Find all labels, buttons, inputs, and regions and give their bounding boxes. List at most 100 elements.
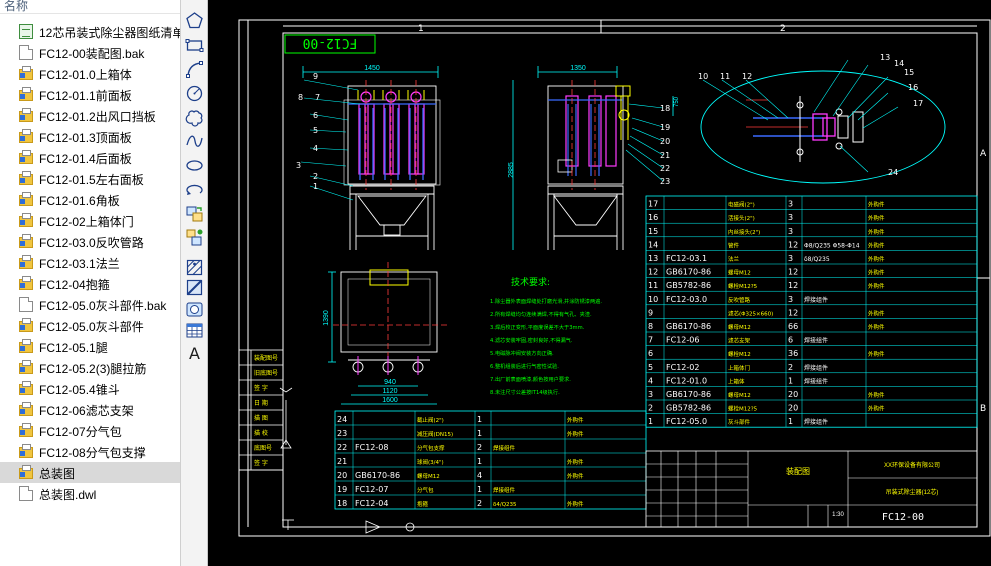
front-width-dim: 1450 xyxy=(364,65,380,72)
parts-cell-qty: 1 xyxy=(477,485,482,494)
file-name: FC12-01.3顶面板 xyxy=(39,131,132,145)
parts-cell-qty: 3 xyxy=(788,200,793,209)
rectangle-icon[interactable] xyxy=(185,36,204,55)
parts-cell-code: GB5782-86 xyxy=(666,404,711,413)
circle-icon[interactable] xyxy=(185,84,204,103)
drawing-canvas[interactable]: 装配图号旧底图号 签 字日 期 描 图描 校 底图号签 字 FC12-00 1 … xyxy=(208,0,991,566)
ellipse-arc-icon[interactable] xyxy=(185,180,204,199)
parts-cell-name: 分气包支撑 xyxy=(417,444,445,452)
green-document-icon xyxy=(19,24,33,39)
note-line: 5.电磁脉冲阀安装方向正确. xyxy=(490,349,554,357)
parts-cell-no: 11 xyxy=(648,281,658,290)
svg-text:签 字: 签 字 xyxy=(254,384,268,392)
parts-cell-qty: 36 xyxy=(788,349,798,358)
parts-cell-no: 24 xyxy=(337,415,347,424)
file-row[interactable]: FC12-01.5左右面板 xyxy=(0,168,180,189)
file-row[interactable]: FC12-01.1前面板 xyxy=(0,84,180,105)
file-name: FC12-05.4锥斗 xyxy=(39,383,120,397)
title-drawing-number: FC12-00 xyxy=(882,512,924,523)
parts-cell-note: 外购件 xyxy=(868,255,885,263)
file-row[interactable]: FC12-03.0反吹管路 xyxy=(0,231,180,252)
part-balloon: 23 xyxy=(660,177,670,186)
parts-cell-name: 螺栓M12 xyxy=(728,350,751,358)
file-row[interactable]: FC12-05.2(3)腿拉筋 xyxy=(0,357,180,378)
parts-cell-no: 9 xyxy=(648,308,653,317)
drawing-number-mirrored: FC12-00 xyxy=(303,35,358,50)
parts-cell-qty: 2 xyxy=(477,499,482,508)
file-row[interactable]: FC12-07分气包 xyxy=(0,420,180,441)
title-product: 吊装式除尘器(12芯) xyxy=(886,488,939,496)
file-row[interactable]: FC12-05.1腿 xyxy=(0,336,180,357)
file-row[interactable]: FC12-01.6角板 xyxy=(0,189,180,210)
file-row[interactable]: FC12-01.3顶面板 xyxy=(0,126,180,147)
file-row[interactable]: FC12-08分气包支撑 xyxy=(0,441,180,462)
file-name: FC12-08分气包支撑 xyxy=(39,446,146,460)
file-row[interactable]: FC12-03.1法兰 xyxy=(0,252,180,273)
file-row[interactable]: FC12-01.2出风口挡板 xyxy=(0,105,180,126)
file-row[interactable]: FC12-06滤芯支架 xyxy=(0,399,180,420)
parts-cell-note: 外购件 xyxy=(567,416,584,424)
side-view: 1350 2885 xyxy=(508,65,680,250)
parts-cell-no: 22 xyxy=(337,443,347,452)
parts-cell-qty: 6 xyxy=(788,336,793,345)
table-icon[interactable] xyxy=(185,321,204,340)
file-row[interactable]: FC12-01.0上箱体 xyxy=(0,63,180,84)
file-name: FC12-06滤芯支架 xyxy=(39,404,134,418)
plan-1600-dim: 1600 xyxy=(382,397,398,404)
svg-text:描 校: 描 校 xyxy=(254,429,268,437)
file-row[interactable]: 12芯吊装式除尘器图纸清单 xyxy=(0,21,180,42)
parts-cell-code: FC12-07 xyxy=(355,485,388,494)
revision-cloud-icon[interactable] xyxy=(185,108,204,127)
parts-cell-no: 7 xyxy=(648,336,653,345)
file-row[interactable]: FC12-01.4后面板 xyxy=(0,147,180,168)
file-row[interactable]: FC12-00装配图.bak xyxy=(0,42,180,63)
parts-cell-mat: 焊接组件 xyxy=(804,364,828,372)
dwg-file-icon xyxy=(19,381,33,396)
outer-border xyxy=(238,19,991,537)
pane-divider[interactable] xyxy=(180,0,181,566)
parts-cell-name: 滤芯(Φ325×660) xyxy=(728,309,773,317)
file-row[interactable]: FC12-04抱箍 xyxy=(0,273,180,294)
hatch-icon[interactable] xyxy=(185,258,204,277)
gradient-icon[interactable] xyxy=(185,278,204,297)
parts-cell-name: 上箱体 xyxy=(728,377,745,385)
parts-cell-code: FC12-04 xyxy=(355,499,388,508)
file-row[interactable]: FC12-05.4锥斗 xyxy=(0,378,180,399)
spline-icon[interactable] xyxy=(185,132,204,151)
insert-block-icon[interactable] xyxy=(185,204,204,223)
part-balloon: 22 xyxy=(660,164,670,173)
part-balloon: 10 xyxy=(698,72,708,81)
make-block-icon[interactable] xyxy=(185,228,204,247)
file-row[interactable]: 总装图.dwl xyxy=(0,483,180,504)
file-row[interactable]: FC12-05.0灰斗部件 xyxy=(0,315,180,336)
title-company: XX环保设备有限公司 xyxy=(884,461,940,469)
parts-cell-qty: 2 xyxy=(477,443,482,452)
arc-icon[interactable] xyxy=(185,60,204,79)
name-column-header[interactable]: 名称 xyxy=(0,0,180,14)
dwg-file-icon xyxy=(19,318,33,333)
ellipse-icon[interactable] xyxy=(185,156,204,175)
file-name: 12芯吊装式除尘器图纸清单 xyxy=(39,26,180,40)
file-row[interactable]: 总装图 xyxy=(0,462,180,483)
parts-cell-mat: δ4/Q235 xyxy=(493,502,517,508)
file-name: FC12-01.0上箱体 xyxy=(39,68,132,82)
parts-cell-name: 活接头(2") xyxy=(728,214,755,222)
parts-cell-note: 外购件 xyxy=(868,350,885,358)
multiline-text-icon[interactable]: A xyxy=(189,344,200,363)
svg-text:装配图号: 装配图号 xyxy=(254,354,278,362)
dwg-file-icon xyxy=(19,465,33,480)
parts-cell-name: 截止阀(2") xyxy=(417,416,444,424)
parts-cell-name: 上箱体门 xyxy=(728,364,750,372)
file-row[interactable]: FC12-05.0灰斗部件.bak xyxy=(0,294,180,315)
parts-cell-name: 球阀(3/4") xyxy=(417,458,444,466)
parts-cell-qty: 4 xyxy=(477,471,482,480)
file-row[interactable]: FC12-02上箱体门 xyxy=(0,210,180,231)
parts-cell-no: 8 xyxy=(648,322,653,331)
parts-cell-name: 螺母M12 xyxy=(417,472,440,480)
polygon-icon[interactable] xyxy=(185,11,204,30)
region-icon[interactable] xyxy=(185,300,204,319)
file-name: 总装图.dwl xyxy=(39,488,97,502)
parts-cell-code: GB6170-86 xyxy=(355,471,400,480)
